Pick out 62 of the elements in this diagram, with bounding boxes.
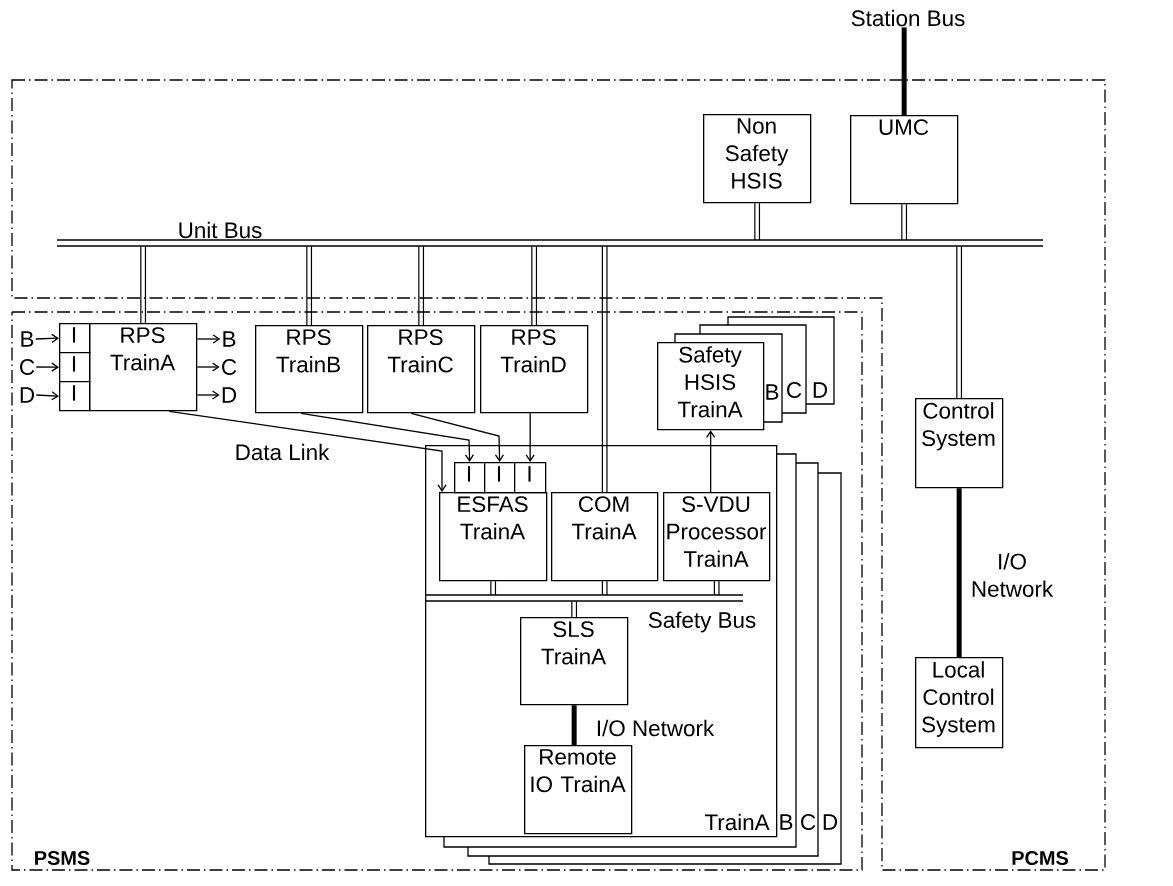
connector-line (754, 202, 761, 241)
system-box: RPS TrainD (480, 325, 589, 414)
system-box: ESFAS TrainA (439, 492, 548, 582)
stacked-card: C (795, 462, 819, 857)
connector-line (956, 488, 962, 657)
system-box: UMC (850, 115, 959, 205)
connector-line (601, 245, 608, 493)
signal-label: B (21, 331, 34, 347)
system-box: Non Safety HSIS (703, 114, 812, 204)
system-box: SLS TrainA (520, 617, 629, 706)
interface-box: I (514, 462, 547, 494)
arrow (525, 412, 535, 462)
arrow (196, 390, 220, 400)
signal-label: D (222, 387, 237, 403)
edge-label: Data Link (233, 442, 331, 462)
arrow (35, 333, 59, 344)
arrow (35, 391, 59, 401)
interface-box: I (454, 462, 486, 494)
arrow (35, 362, 59, 372)
system-box: RPS TrainA (89, 323, 198, 412)
arrow (196, 362, 220, 372)
stacked-card: B (775, 453, 797, 848)
connector-line (531, 245, 538, 326)
connector-line (901, 203, 908, 241)
stacked-card: D (817, 472, 842, 865)
system-box: Control System (915, 398, 1004, 489)
interface-box: I (59, 323, 91, 354)
signal-label: Station Bus (851, 9, 965, 27)
connector-line (901, 27, 907, 115)
interface-box: I (59, 381, 91, 412)
connector-line (490, 580, 497, 596)
signal-label: D (20, 387, 35, 403)
system-box: RPS TrainC (367, 325, 476, 414)
connector-line (140, 245, 147, 324)
connector-line (306, 245, 313, 326)
edge-label: I/O Network (968, 552, 1056, 598)
connector-line (571, 600, 578, 618)
arrow (196, 334, 221, 344)
connector-line (571, 705, 577, 745)
stacked-card: D (805, 316, 835, 405)
connector-line (713, 580, 720, 596)
interface-box: I (59, 352, 91, 383)
system-box: Remote IO TrainA (524, 745, 633, 835)
system-box: Local Control System (915, 657, 1004, 749)
bus-bar: Unit Bus (56, 221, 1044, 247)
system-box: RPS TrainB (255, 325, 364, 414)
system-box: S-VDU Processor TrainA (663, 492, 771, 582)
arrow (168, 410, 447, 492)
arrow (410, 412, 505, 462)
system-box: Safety HSIS TrainA (657, 342, 765, 431)
connector-line (956, 245, 963, 399)
connector-line (601, 580, 608, 596)
stacked-card: B (762, 333, 783, 423)
signal-label: C (222, 359, 237, 375)
arrow (706, 430, 716, 493)
interface-box: I (484, 462, 516, 494)
arrow (300, 412, 475, 462)
system-box: COM TrainA (551, 492, 659, 582)
connector-line (418, 245, 425, 326)
stacked-card: C (781, 324, 807, 414)
signal-label: C (20, 359, 35, 375)
signal-label: B (223, 331, 236, 347)
